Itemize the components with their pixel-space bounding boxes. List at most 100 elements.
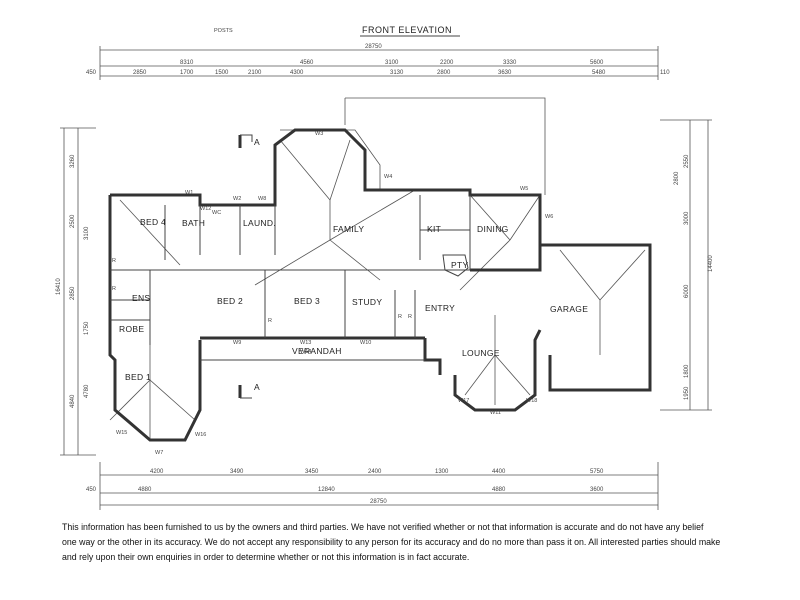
room-labels: BED 4 BATH WC LAUND. FAMILY KIT DINING P…	[112, 210, 588, 382]
window-tag: W5	[520, 186, 528, 192]
section-label-top: A	[254, 137, 260, 147]
dim-bot-r2-3: 3600	[590, 487, 604, 493]
dim-top-r1-3: 2200	[440, 60, 454, 66]
window-tags: W1 W2 W3 W4 W5 W6 W7 W8 W9 W10 W11 W12 W…	[116, 131, 553, 456]
window-tag: W13	[300, 340, 311, 346]
posts-label: POSTS	[214, 28, 233, 34]
window-tag: W6	[545, 214, 553, 220]
dim-bot-r2-1: 12840	[318, 487, 335, 493]
dim-top-r2-5: 3130	[390, 70, 404, 76]
dim-top-r2-7: 3630	[498, 70, 512, 76]
window-tag: W11	[490, 410, 501, 416]
robe-r-4: R	[398, 314, 402, 320]
window-tag: W3	[315, 131, 323, 137]
window-tag: W4	[384, 174, 392, 180]
room-bath: BATH	[182, 218, 205, 228]
dim-bot-r1-3: 2400	[368, 469, 382, 475]
section-marker-top: A	[238, 134, 260, 148]
room-pty: PTY	[451, 260, 468, 270]
window-tag: W17	[458, 398, 469, 404]
room-robe: ROBE	[119, 324, 144, 334]
dim-right-1: 2800	[674, 171, 680, 185]
dim-right-0: 2550	[684, 154, 690, 168]
window-tag: W2	[233, 196, 241, 202]
dim-left-0: 3260	[70, 154, 76, 168]
window-tag: W1	[185, 190, 193, 196]
dim-top-r2-1: 1700	[180, 70, 194, 76]
dim-top-r2-0: 2850	[133, 70, 147, 76]
window-tag: W10	[360, 340, 371, 346]
dim-bot-r1-4: 1300	[435, 469, 449, 475]
robe-r-1: R	[112, 258, 116, 264]
room-kit: KIT	[427, 224, 441, 234]
room-family: FAMILY	[333, 224, 364, 234]
section-label-bottom: A	[254, 382, 260, 392]
disclaimer-text: This information has been furnished to u…	[62, 520, 742, 565]
robe-r-5: R	[408, 314, 412, 320]
dim-left-2: 3100	[84, 226, 90, 240]
dim-top-r1-4: 3330	[503, 60, 517, 66]
dim-right-5: 1950	[684, 386, 690, 400]
robe-r-3: R	[268, 318, 272, 324]
dim-bot-r2-0: 4880	[138, 487, 152, 493]
disclaimer-line-3: and rely upon their own enquiries in ord…	[62, 552, 470, 562]
dim-top-r1-0: 8310	[180, 60, 194, 66]
top-dimensions: 28750 8310 4560 3100 2200 3330 5600 2850…	[86, 44, 670, 80]
dim-bot-r1-6: 5750	[590, 469, 604, 475]
dim-bot-r1-0: 4200	[150, 469, 164, 475]
disclaimer-line-1: This information has been furnished to u…	[62, 522, 704, 532]
dim-top-r2-4: 4300	[290, 70, 304, 76]
dim-left-3: 2850	[70, 286, 76, 300]
window-tag: W18	[526, 398, 537, 404]
room-dining: DINING	[477, 224, 509, 234]
dim-left-5: 4840	[70, 394, 76, 408]
window-tag: W8	[258, 196, 266, 202]
dim-right-outer: 14400	[708, 255, 714, 272]
dim-bot-side: 450	[86, 487, 97, 493]
room-bed4: BED 4	[140, 217, 166, 227]
room-entry: ENTRY	[425, 303, 455, 313]
floor-plan-diagram: POSTS FRONT ELEVATION 28750 8310 4560 31…	[56, 25, 714, 510]
bottom-dimensions: 4200 3490 3450 2400 1300 4400 5750 450 4…	[86, 462, 659, 510]
room-laundry: LAUND.	[243, 218, 276, 228]
dim-bot-overall: 28750	[370, 499, 387, 505]
window-tag: W14	[300, 349, 311, 355]
roof-lines	[109, 97, 646, 440]
dim-bot-r2-2: 4880	[492, 487, 506, 493]
room-wc: WC	[212, 210, 221, 216]
walls	[108, 128, 652, 442]
dim-left-outer: 16410	[56, 278, 62, 295]
dim-bot-r1-2: 3450	[305, 469, 319, 475]
dim-top-r2-3: 2100	[248, 70, 262, 76]
dim-right-2: 3000	[684, 211, 690, 225]
room-bed2: BED 2	[217, 296, 243, 306]
window-tag: W9	[233, 340, 241, 346]
section-marker-bottom: A	[238, 382, 260, 399]
dim-top-r1-1: 4560	[300, 60, 314, 66]
room-garage: GARAGE	[550, 304, 588, 314]
dim-left-4: 1750	[84, 321, 90, 335]
left-dimensions: 16410 3260 2500 3100 2850 1750 4840 4780	[56, 127, 96, 456]
dim-top-r1-5: 5600	[590, 60, 604, 66]
dim-top-r2-8: 5480	[592, 70, 606, 76]
window-tag: W15	[116, 430, 127, 436]
dim-top-r2-6: 2800	[437, 70, 451, 76]
dim-bot-r1-5: 4400	[492, 469, 506, 475]
room-bed1: BED 1	[125, 372, 151, 382]
dim-top-r1-2: 3100	[385, 60, 399, 66]
dim-top-side-right: 110	[660, 70, 670, 76]
dim-bot-r1-1: 3490	[230, 469, 244, 475]
room-study: STUDY	[352, 297, 382, 307]
dim-top-side-left: 450	[86, 70, 97, 76]
room-bed3: BED 3	[294, 296, 320, 306]
room-verandah: VERANDAH	[292, 346, 342, 356]
elevation-title: FRONT ELEVATION	[362, 25, 452, 35]
room-ens: ENS	[132, 293, 150, 303]
dim-top-r2-2: 1500	[215, 70, 229, 76]
window-tag: W7	[155, 450, 163, 456]
right-dimensions: 14400 2550 2800 3000 6000 1800 1950	[660, 119, 714, 411]
dim-top-overall: 28750	[365, 44, 382, 50]
dim-left-6: 4780	[84, 384, 90, 398]
dim-right-3: 6000	[684, 284, 690, 298]
window-tag: W12	[200, 206, 211, 212]
